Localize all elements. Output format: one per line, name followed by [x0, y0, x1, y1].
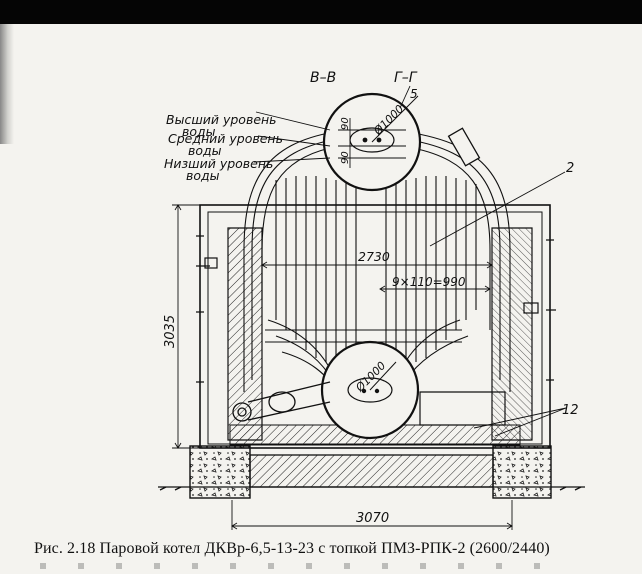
boiler-setting: [199, 204, 551, 449]
water-mid-label-2: воды: [188, 143, 222, 158]
lower-drum: [320, 340, 420, 440]
water-low-label-1: Низший уровень: [164, 156, 273, 171]
frame-brackets: [196, 235, 556, 383]
dim-pitch: 9×110=990: [392, 275, 466, 289]
upper-drum: [322, 92, 422, 192]
water-high-label-1: Высший уровень: [166, 112, 277, 127]
section-label-b: В–В: [310, 70, 336, 86]
callout-5: 5: [410, 87, 418, 101]
dim-3035: 3035: [163, 315, 178, 348]
water-mid-label-1: Средний уровень: [168, 131, 283, 146]
dim-2730: 2730: [358, 249, 390, 264]
scan-top-band: [0, 0, 642, 24]
foundation: [189, 445, 552, 499]
mud-drum-door: [232, 381, 331, 422]
section-label-g: Г–Г: [394, 70, 418, 86]
water-low-label-2: воды: [186, 168, 220, 183]
callout-12: 12: [562, 403, 579, 418]
figure-caption: Рис. 2.18 Паровой котел ДКВр-6,5-13-23 с…: [34, 540, 550, 557]
dim-90-top: 90: [340, 117, 351, 130]
dim-3070: 3070: [356, 511, 389, 526]
dimension-lines: [172, 85, 567, 530]
callout-2: 2: [566, 161, 574, 176]
scan-edge-shadow: [0, 24, 14, 144]
caption-next-line-fragment: [40, 563, 560, 569]
water-high-label-2: воды: [182, 124, 216, 139]
tube-bundle: [243, 131, 511, 393]
dim-90-bottom: 90: [340, 151, 351, 164]
upper-drum-valve: [447, 127, 481, 167]
